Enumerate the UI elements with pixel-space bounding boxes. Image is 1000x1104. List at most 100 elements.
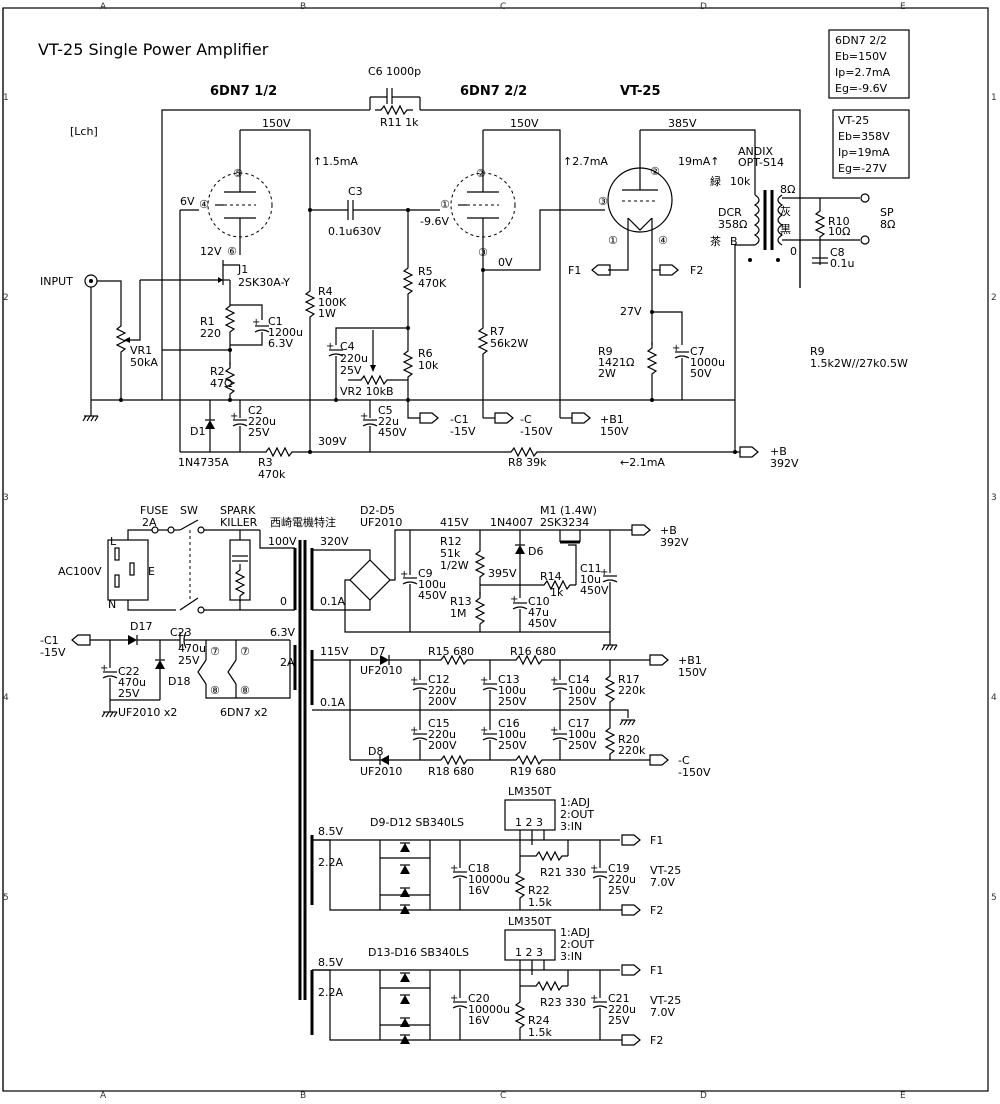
fil2-diodes: D13-D16 SB340LS [368, 946, 469, 959]
grid-col-e-bottom: E [900, 1091, 906, 1100]
tube3-label: VT-25 [620, 84, 661, 99]
fil1-regulator [504, 799, 556, 831]
c17-value: 100u [568, 728, 596, 741]
fil1-vtv: 7.0V [650, 876, 675, 889]
c5-value: 22u [378, 415, 399, 428]
r14-label: R14 [540, 570, 562, 583]
schematic-title: VT-25 Single Power Amplifier [38, 40, 269, 59]
r24-value: 1.5k [528, 1026, 552, 1039]
fil1-vt: VT-25 [650, 864, 681, 877]
c11-volt: 450V [580, 584, 609, 597]
uf2-label: UF2010 x2 [118, 706, 177, 719]
c5-volt: 450V [378, 426, 407, 439]
heater-pin7a: ⑦ [210, 645, 220, 658]
fil2-vtv: 7.0V [650, 1006, 675, 1019]
amplifier-section: C6 1000p R11 1k ⑤ ④ ⑥ 150V ↑1.5mA 6V 12V… [40, 65, 908, 481]
bp-psu-volt: 392V [660, 536, 689, 549]
r10-value: 10Ω [828, 225, 850, 238]
fil2-f1: F1 [650, 964, 663, 977]
cn-psu: -C [678, 754, 690, 767]
tube3-pin1: ① [608, 234, 618, 247]
v309-label: 309V [318, 435, 347, 448]
c21-value: 220u [608, 1003, 636, 1016]
c2-value: 220u [248, 415, 276, 428]
andix-label: ANDIX [738, 145, 773, 158]
opt-label: OPT-S14 [738, 156, 784, 169]
info-vt25-line1: VT-25 [838, 114, 869, 127]
grid-row-5: 5 [3, 893, 9, 903]
c1-volt: 6.3V [268, 337, 293, 350]
r4-label: R4 [318, 285, 333, 298]
a01-label: 0.1A [320, 595, 345, 608]
r23-label: R23 330 [540, 996, 586, 1009]
tube1-pin4: ④ [199, 198, 209, 211]
c1n-amp-volt: -15V [450, 425, 476, 438]
c4-label: C4 [340, 340, 355, 353]
black-wire: 黒 [780, 223, 791, 236]
speaker-terminal-plus [860, 193, 870, 203]
r4-watt: 1W [318, 307, 336, 320]
r1-label: R1 [200, 315, 215, 328]
fuse-label: FUSE [140, 504, 168, 517]
v395-label: 395V [488, 567, 517, 580]
grid-col-b: B [300, 2, 306, 12]
f1-amp: F1 [568, 264, 581, 277]
d25-value: UF2010 [360, 516, 402, 529]
r6-label: R6 [418, 347, 433, 360]
r21-label: R21 330 [540, 866, 586, 879]
fil1-v85: 8.5V [318, 825, 343, 838]
c1n-psu-volt: -15V [40, 646, 66, 659]
sw-label: SW [180, 504, 198, 517]
ac-e: E [148, 565, 155, 578]
r19-label: R19 680 [510, 765, 556, 778]
o8-label: 8Ω [780, 183, 795, 196]
c13-label: C13 [498, 673, 520, 686]
fil2-regulator [504, 929, 556, 961]
a2-label: 2A [280, 656, 295, 669]
v150-tube2: 150V [510, 117, 539, 130]
d1-value: 1N4735A [178, 456, 229, 469]
f2-amp: F2 [690, 264, 703, 277]
d1-label: D1 [190, 425, 205, 438]
sp-label: SP [880, 206, 894, 219]
m1-value: 2SK3234 [540, 516, 589, 529]
c15-label: C15 [428, 717, 450, 730]
r9b-value: 1.5k2W//27k0.5W [810, 357, 908, 370]
r8-label: R8 39k [508, 456, 547, 469]
fil2-f2: F2 [650, 1034, 663, 1047]
c1n-amp: -C1 [450, 413, 469, 426]
tube2-pin3: ③ [478, 246, 488, 259]
c8-value: 0.1u [830, 257, 854, 270]
c10-value: 47u [528, 606, 549, 619]
c12-label: C12 [428, 673, 450, 686]
i21-label: ←2.1mA [620, 456, 665, 469]
dcr-value: 358Ω [718, 218, 747, 231]
ac-inlet[interactable] [107, 539, 149, 601]
j1-label: J1 [237, 263, 248, 276]
tube3-pin3: ③ [598, 195, 608, 208]
c6-label: C6 1000p [368, 65, 421, 78]
c8-label: C8 [830, 246, 845, 259]
info-6dn7-line1: 6DN7 2/2 [835, 34, 887, 47]
c18-label: C18 [468, 862, 490, 875]
c14-value: 100u [568, 684, 596, 697]
fil1-in: 3:IN [560, 820, 582, 833]
r6-value: 10k [418, 359, 439, 372]
c21-volt: 25V [608, 1014, 630, 1027]
dn2-label: 6DN7 x2 [220, 706, 268, 719]
b1-amp-volt: 150V [600, 425, 629, 438]
r20-value: 220k [618, 744, 646, 757]
r4-value: 100K [318, 296, 347, 309]
c21-label: C21 [608, 992, 630, 1005]
info-6dn7-line2: Eb=150V [835, 50, 887, 63]
d7-label: D7 [370, 645, 385, 658]
power-supply-section: L E N AC100V FUSE 2A SW SPARK KILLER 100… [40, 504, 711, 1035]
c19-label: C19 [608, 862, 630, 875]
v0-label: 0V [498, 256, 513, 269]
d6-label: D6 [528, 545, 543, 558]
n4007-label: 1N4007 [490, 516, 533, 529]
c9-volt: 450V [418, 589, 447, 602]
r7-label: R7 [490, 325, 505, 338]
j1-value: 2SK30A-Y [238, 276, 290, 289]
c22-value: 470u [118, 676, 146, 689]
